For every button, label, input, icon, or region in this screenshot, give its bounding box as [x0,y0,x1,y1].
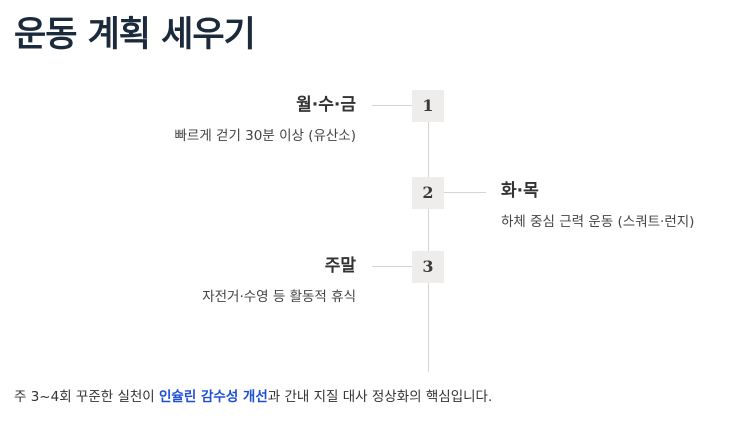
timeline-line [428,92,429,372]
step-3-description: 자전거·수영 등 활동적 휴식 [202,289,356,305]
footer-note: 주 3~4회 꾸준한 실천이 인슐린 감수성 개선과 간내 지질 대사 정상화의… [14,386,492,408]
step-2-connector [444,192,486,193]
step-1-title: 월·수·금 [296,95,356,115]
step-1-number-box: 1 [412,90,444,122]
footer-text-after: 과 간내 지질 대사 정상화의 핵심입니다. [267,389,493,405]
footer-text-before: 주 3~4회 꾸준한 실천이 [14,389,160,405]
footer-highlight: 인슐린 감수성 개선 [159,389,268,405]
page-title: 운동 계획 세우기 [14,15,256,55]
step-2-title: 화·목 [501,181,539,201]
step-2-number-box: 2 [412,177,444,209]
step-3-connector [372,266,412,267]
step-1-description: 빠르게 걷기 30분 이상 (유산소) [174,128,357,144]
step-1-connector [372,105,412,106]
step-3-title: 주말 [324,256,356,276]
step-3-number-box: 3 [412,251,444,283]
step-2-description: 하체 중심 근력 운동 (스쿼트·런지) [501,214,695,230]
